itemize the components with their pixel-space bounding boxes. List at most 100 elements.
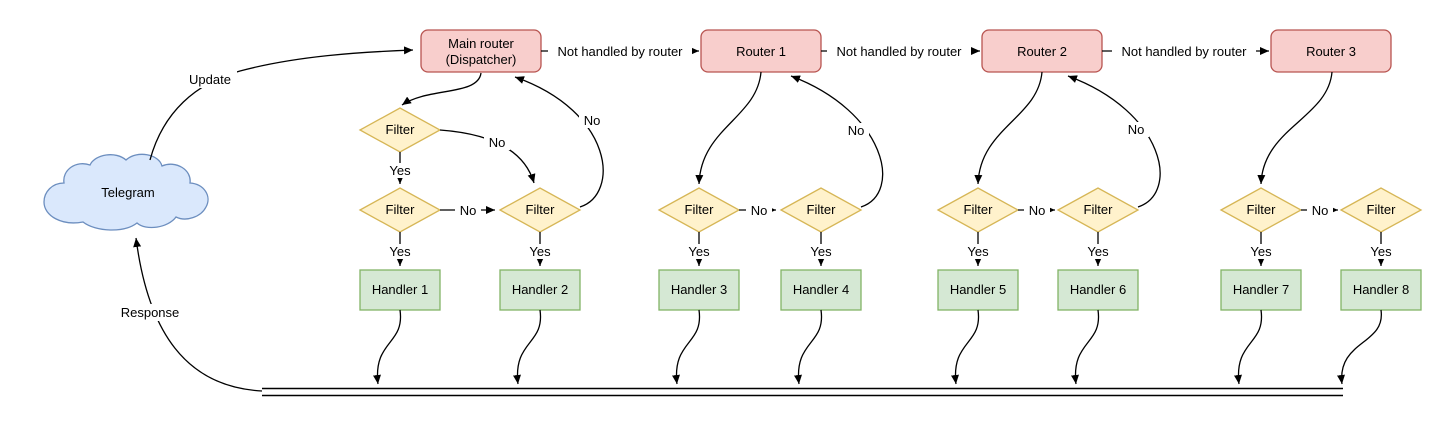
handler-3-box bbox=[658, 269, 740, 311]
filter-label: Filter bbox=[685, 202, 715, 217]
no-label: No bbox=[1029, 203, 1046, 218]
telegram-cloud-node: Telegram bbox=[43, 153, 209, 231]
router-1-label: Router 1 bbox=[736, 44, 786, 59]
edge-filter-no-back-to-router1 bbox=[790, 75, 884, 208]
filter-label: Filter bbox=[964, 202, 994, 217]
dispatcher-label-line2: (Dispatcher) bbox=[446, 52, 517, 67]
edge-filter-no-back-to-dispatcher bbox=[514, 76, 604, 208]
edge-handler1-to-bus bbox=[373, 309, 402, 385]
handler-4-box bbox=[780, 269, 862, 311]
filter-label: Filter bbox=[807, 202, 837, 217]
edge-handler3-to-bus bbox=[672, 309, 701, 385]
yes-label: Yes bbox=[1370, 244, 1392, 259]
edge-handler8-to-bus bbox=[1337, 309, 1382, 385]
handler-node: Handler 6 bbox=[1057, 269, 1139, 311]
label-bg bbox=[1084, 244, 1112, 259]
filter-diamond bbox=[1339, 187, 1423, 233]
no-label: No bbox=[584, 113, 601, 128]
filter-label: Filter bbox=[1084, 202, 1114, 217]
edge-router1-to-filter bbox=[695, 71, 762, 185]
edge-label-no: No bbox=[843, 123, 869, 138]
handler-5-label: Handler 5 bbox=[950, 282, 1006, 297]
handler-3-label: Handler 3 bbox=[671, 282, 727, 297]
handler-8-label: Handler 8 bbox=[1353, 282, 1409, 297]
yes-label: Yes bbox=[1250, 244, 1272, 259]
router-2-node: Router 2 bbox=[981, 29, 1103, 73]
label-bg bbox=[807, 244, 835, 259]
filter-diamond bbox=[1056, 187, 1140, 233]
edge-handler7-to-bus bbox=[1234, 309, 1263, 385]
label-bg bbox=[183, 71, 237, 88]
filter-node: Filter bbox=[1219, 187, 1303, 233]
edge-label-no: No bbox=[1024, 203, 1050, 218]
filter-node: Filter bbox=[358, 187, 442, 233]
dispatcher-node: Main router (Dispatcher) bbox=[420, 29, 542, 73]
label-bg bbox=[746, 203, 772, 218]
handler-8-box bbox=[1340, 269, 1422, 311]
dispatcher-label-line1: Main router bbox=[448, 36, 514, 51]
edge-label-not-handled-2: Not handled by router bbox=[827, 43, 971, 60]
edge-router3-to-filter bbox=[1257, 71, 1333, 185]
edge-label-yes: Yes bbox=[526, 244, 554, 259]
edge-label-yes: Yes bbox=[807, 244, 835, 259]
filter-diamond bbox=[498, 187, 582, 233]
edge-label-update: Update bbox=[183, 71, 237, 88]
label-bg bbox=[455, 203, 481, 218]
edge-label-no: No bbox=[746, 203, 772, 218]
edge-label-yes: Yes bbox=[1084, 244, 1112, 259]
label-bg bbox=[1024, 203, 1050, 218]
edge-dispatcher-to-filter bbox=[401, 72, 482, 106]
handler-6-label: Handler 6 bbox=[1070, 282, 1126, 297]
not-handled-label: Not handled by router bbox=[836, 44, 962, 59]
label-bg bbox=[1307, 203, 1333, 218]
edge-handler2-to-bus bbox=[513, 309, 542, 385]
handler-7-box bbox=[1220, 269, 1302, 311]
handler-node: Handler 7 bbox=[1220, 269, 1302, 311]
edge-label-no: No bbox=[1123, 122, 1149, 137]
filter-label: Filter bbox=[526, 202, 556, 217]
filter-label: Filter bbox=[386, 122, 416, 137]
label-bg bbox=[827, 43, 971, 60]
handler-2-box bbox=[499, 269, 581, 311]
telegram-label: Telegram bbox=[101, 185, 154, 200]
edge-response bbox=[133, 237, 263, 392]
filter-node: Filter bbox=[1056, 187, 1140, 233]
update-label: Update bbox=[189, 72, 231, 87]
label-bg bbox=[526, 244, 554, 259]
edge-handler6-to-bus bbox=[1071, 309, 1100, 385]
edge-label-no: No bbox=[1307, 203, 1333, 218]
filter-diamond bbox=[779, 187, 863, 233]
yes-label: Yes bbox=[688, 244, 710, 259]
handler-6-box bbox=[1057, 269, 1139, 311]
edge-label-not-handled-3: Not handled by router bbox=[1112, 43, 1256, 60]
edge-update bbox=[149, 46, 414, 161]
label-bg bbox=[964, 244, 992, 259]
filter-node: Filter bbox=[779, 187, 863, 233]
filter-node: Filter bbox=[657, 187, 741, 233]
handler-7-label: Handler 7 bbox=[1233, 282, 1289, 297]
edge-label-not-handled-1: Not handled by router bbox=[548, 43, 692, 60]
handler-node: Handler 3 bbox=[658, 269, 740, 311]
not-handled-label: Not handled by router bbox=[557, 44, 683, 59]
handler-node: Handler 5 bbox=[937, 269, 1019, 311]
filter-node: Filter bbox=[498, 187, 582, 233]
yes-label: Yes bbox=[529, 244, 551, 259]
filter-node: Filter bbox=[1339, 187, 1423, 233]
no-label: No bbox=[751, 203, 768, 218]
edge-filter-no-back-to-router2 bbox=[1067, 75, 1161, 208]
label-bg bbox=[484, 135, 510, 150]
label-bg bbox=[843, 123, 869, 138]
label-bg bbox=[386, 163, 414, 178]
handler-node: Handler 8 bbox=[1340, 269, 1422, 311]
edge-label-no: No bbox=[455, 203, 481, 218]
edge-label-no: No bbox=[484, 135, 510, 150]
label-bg bbox=[1112, 43, 1256, 60]
label-bg bbox=[386, 244, 414, 259]
router-1-node: Router 1 bbox=[700, 29, 822, 73]
label-bg bbox=[548, 43, 692, 60]
yes-label: Yes bbox=[389, 244, 411, 259]
edge-label-yes: Yes bbox=[386, 244, 414, 259]
filter-label: Filter bbox=[1367, 202, 1397, 217]
